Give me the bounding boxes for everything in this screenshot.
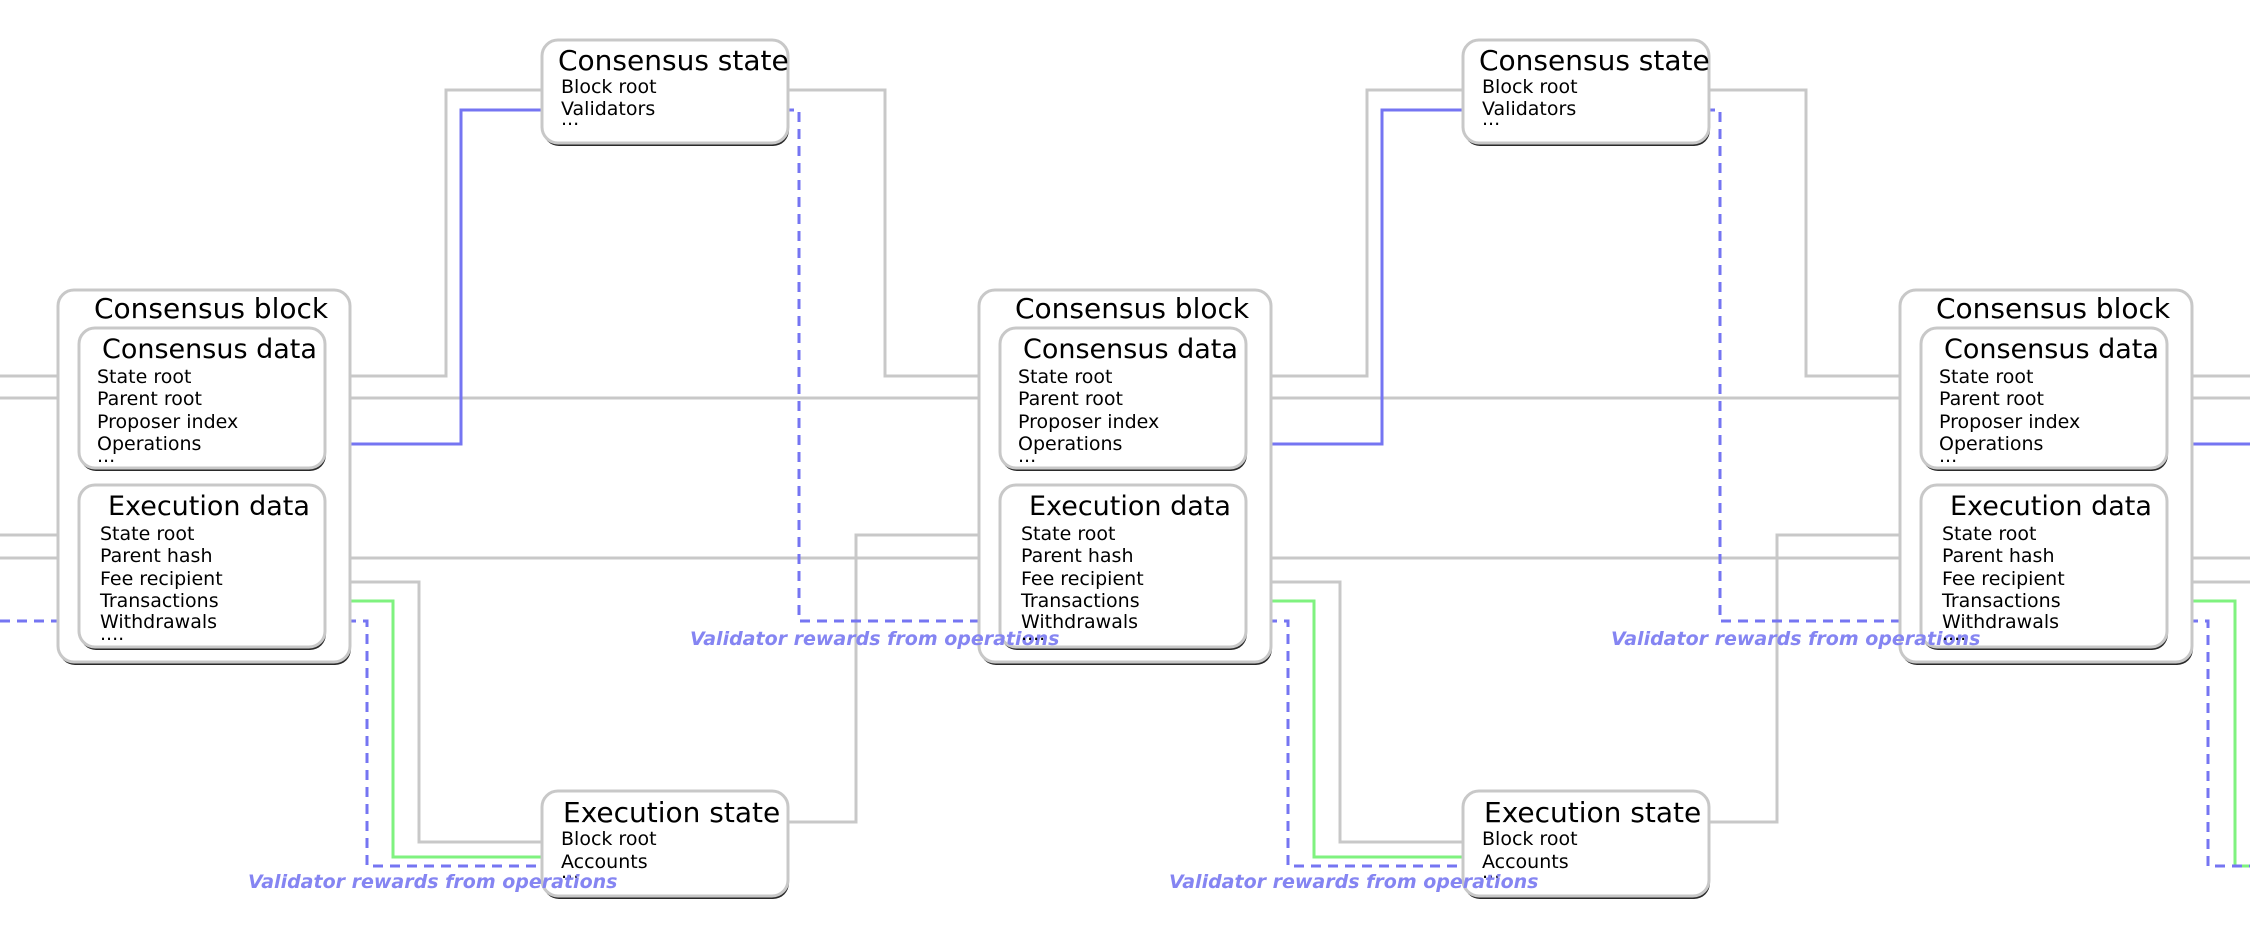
edge-withdrawals [1131,619,1478,871]
field-block-root: Block root [1482,828,1578,850]
rewards-note: Validator rewards from operations [1169,871,1538,893]
execution-state-title: Execution state [563,796,780,829]
consensus-data-2 [998,326,1248,470]
field-state-root: State root [1021,523,1115,545]
field-proposer-index: Proposer index [1939,411,2080,433]
field-validators: Validators [1482,98,1576,120]
field-withdrawals: Withdrawals [1942,611,2059,633]
execution-data-title: Execution data [108,491,310,522]
field-state-root: State root [1018,366,1112,388]
field-ellipsis: .... [1942,623,1966,645]
field-transactions: Transactions [99,590,219,612]
execution-data-3 [1919,483,2169,649]
field-block-root: Block root [561,828,657,850]
field-ellipsis: ... [1939,445,1957,467]
edge-withdrawals [210,619,557,871]
field-accounts: Accounts [561,851,648,873]
field-fee-recipient: Fee recipient [1942,568,2065,590]
field-fee-recipient: Fee recipient [100,568,223,590]
edge-exec-to-state [1246,580,1478,847]
edge-consensus-to-state [1271,85,1478,378]
consensus-block-title: Consensus block [1936,292,2171,325]
field-ellipsis: ... [561,108,579,130]
field-proposer-index: Proposer index [1018,411,1159,433]
field-proposer-index: Proposer index [97,411,238,433]
field-parent-hash: Parent hash [1942,545,2055,567]
edge-exec-state-to-next [788,530,1015,824]
field-parent-root: Parent root [97,388,202,410]
edge-validator-rewards [1569,108,1936,626]
execution-state-title: Execution state [1484,796,1701,829]
field-state-root: State root [97,366,191,388]
consensus-state-title: Consensus state [558,44,789,77]
consensus-data-1 [77,326,327,470]
consensus-data-title: Consensus data [1023,334,1238,365]
field-accounts: Accounts [1482,851,1569,873]
field-transactions: Transactions [1020,590,1140,612]
field-operations: Operations [1018,433,1122,455]
field-ellipsis: .... [1021,623,1045,645]
edge-exec-state-to-next [1709,530,1936,824]
field-state-root: State root [1939,366,2033,388]
execution-data-2 [998,483,1248,649]
consensus-data-title: Consensus data [102,334,317,365]
field-block-root: Block root [561,76,657,98]
field-ellipsis: ... [1018,445,1036,467]
edge-exec-to-state [325,580,557,847]
execution-data-title: Execution data [1950,491,2152,522]
edge-state-to-next [1709,88,1936,381]
consensus-block-title: Consensus block [1015,292,1250,325]
field-ellipsis: ... [1482,861,1500,883]
rewards-note: Validator rewards from operations [248,871,617,893]
field-withdrawals: Withdrawals [100,611,217,633]
field-parent-hash: Parent hash [100,545,213,567]
field-state-root: State root [1942,523,2036,545]
edge-state-to-next [788,88,1015,381]
edge-consensus-to-state [350,85,557,378]
field-validators: Validators [561,98,655,120]
rewards-note: Validator rewards from operations [690,628,1059,650]
field-parent-hash: Parent hash [1021,545,1134,567]
field-fee-recipient: Fee recipient [1021,568,1144,590]
execution-data-1 [77,483,327,649]
field-transactions: Transactions [1941,590,2061,612]
execution-state-1 [540,789,790,898]
field-ellipsis: .... [100,623,124,645]
consensus-state-title: Consensus state [1479,44,1710,77]
field-withdrawals: Withdrawals [1021,611,1138,633]
field-state-root: State root [100,523,194,545]
consensus-state-1 [540,38,790,145]
field-ellipsis: ... [1482,108,1500,130]
execution-state-2 [1461,789,1711,898]
field-operations: Operations [1939,433,2043,455]
consensus-data-title: Consensus data [1944,334,2159,365]
field-block-root: Block root [1482,76,1578,98]
consensus-state-2 [1461,38,1711,145]
execution-data-title: Execution data [1029,491,1231,522]
field-parent-root: Parent root [1018,388,1123,410]
field-ellipsis: ... [97,445,115,467]
consensus-block-title: Consensus block [94,292,329,325]
field-parent-root: Parent root [1939,388,2044,410]
consensus-data-3 [1919,326,2169,470]
field-operations: Operations [97,433,201,455]
edge-validator-rewards [648,108,1015,626]
box-layer [56,38,2194,899]
rewards-note: Validator rewards from operations [1611,628,1980,650]
field-ellipsis: ... [561,861,579,883]
